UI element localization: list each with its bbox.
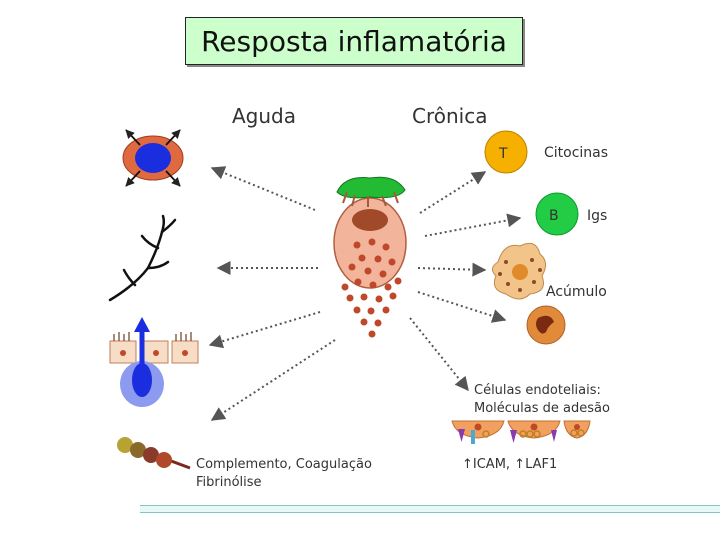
chronic-arrows: [409, 171, 522, 392]
epithelium-leak-icon: [109, 317, 199, 407]
b-cell-letter: B: [549, 208, 559, 224]
chronic-header: Crônica: [412, 104, 487, 128]
cell-crown: [336, 176, 406, 199]
endothelial-label: Células endoteliais:: [474, 383, 601, 398]
branching-vessel-icon: [108, 214, 177, 302]
macrophage-icon: [492, 242, 546, 300]
cytokines-label: Citocinas: [544, 145, 608, 161]
accumulation-label: Acúmulo: [546, 284, 607, 300]
igs-label: Igs: [587, 208, 607, 224]
bottom-divider: [140, 505, 720, 513]
neutrophil-icon: [526, 305, 566, 345]
icam-label: ↑ICAM, ↑LAF1: [462, 457, 557, 472]
central-mast-cell: [333, 176, 407, 338]
complement-label: Complemento, Coagulação: [196, 457, 372, 472]
slide-title: Resposta inflamatória: [185, 17, 523, 65]
vasodilation-cell-icon: [122, 129, 184, 187]
fibrinolysis-label: Fibrinólise: [196, 475, 262, 490]
t-cell-letter: T: [498, 146, 508, 162]
adhesion-molecules-label: Moléculas de adesão: [474, 401, 610, 416]
acute-arrows: [208, 166, 336, 421]
endothelium-icon: [451, 420, 591, 444]
cell-granules: [341, 238, 402, 338]
t-cell-icon: T: [484, 130, 528, 174]
acute-header: Aguda: [232, 104, 296, 128]
complement-chain-icon: [117, 437, 191, 470]
b-cell-icon: B: [535, 192, 579, 236]
